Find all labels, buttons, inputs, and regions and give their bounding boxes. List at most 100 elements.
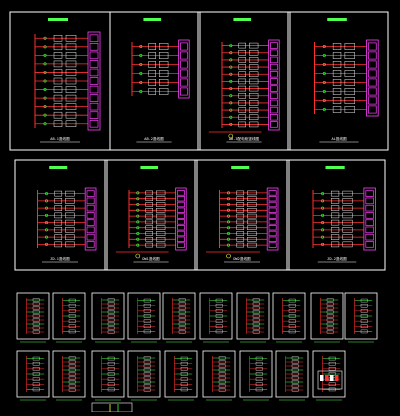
panel-caption: ZD-1竖线图	[50, 256, 70, 261]
panel-meter-box	[148, 43, 157, 50]
panel-header-label	[140, 166, 159, 169]
thumbnail-sheet	[16, 292, 50, 343]
panel-device-box	[156, 242, 166, 248]
panel-breaker-symbol	[136, 197, 140, 201]
thumbnail-sheet	[272, 292, 306, 343]
panel-device-box	[249, 71, 259, 78]
panel-circuit-tag	[268, 242, 277, 248]
thumbnail-box	[32, 306, 40, 310]
thumbnail-sheet	[310, 292, 344, 343]
panel-meter-box	[238, 78, 247, 85]
thumbnail-box	[68, 319, 76, 323]
thumbnail-box	[215, 319, 223, 323]
thumbnail-box	[178, 306, 186, 310]
legend-swatch	[325, 375, 329, 381]
panel-device-box	[344, 70, 355, 77]
panel-circuit-tag	[177, 230, 185, 237]
thumbnail-box	[215, 303, 223, 308]
panel-device-box	[156, 231, 166, 236]
thumbnail-box	[255, 382, 263, 387]
panel-breaker-symbol	[322, 72, 326, 76]
panel-circuit-tag	[177, 196, 185, 202]
thumbnail-frame	[164, 350, 198, 398]
thumbnail-frame	[91, 292, 125, 340]
thumbnail-box	[360, 329, 368, 334]
panel-meter-box	[236, 202, 245, 207]
panel-breaker-symbol	[136, 208, 140, 212]
panel-device-box	[344, 106, 355, 113]
panel-meter-box	[236, 237, 245, 242]
panel-circuit-tag	[270, 121, 278, 128]
thumbnail-box	[32, 387, 40, 392]
thumbnail-frame	[239, 350, 273, 398]
thumbnail-box	[107, 387, 115, 392]
thumbnail-box	[32, 326, 40, 330]
panel-circuit-tag	[268, 190, 277, 196]
thumbnail-box	[143, 372, 151, 376]
panel-breaker-symbol	[43, 88, 47, 92]
thumbnail-box	[68, 388, 76, 392]
panel-meter-box	[145, 202, 154, 207]
panel-breaker-symbol	[229, 44, 233, 48]
panel-meter-box	[330, 234, 340, 240]
thumbnail-box	[143, 356, 151, 360]
panel-meter-box	[330, 205, 340, 211]
panel-row1-3: AB-3配电柜竖线图	[208, 18, 280, 143]
panel-meter-box	[332, 106, 342, 113]
panel-circuit-tag	[89, 94, 99, 102]
thumbnail-box	[107, 314, 115, 318]
panel-circuit-tag	[89, 102, 99, 111]
panel-device-box	[159, 88, 169, 95]
panel-breaker-symbol	[322, 62, 326, 66]
panel-circuit-tag	[365, 212, 374, 219]
panel-breaker-symbol	[229, 94, 233, 98]
panel-device-box	[247, 196, 257, 201]
thumbnail-box	[360, 298, 368, 303]
panel-device-box	[249, 121, 259, 128]
panel-breaker-symbol	[43, 79, 47, 83]
panel-circuit-tag	[365, 190, 374, 197]
panel-meter-box	[236, 231, 245, 236]
panel-meter-box	[236, 196, 245, 201]
panel-breaker-symbol	[322, 53, 326, 57]
panel-terminal-column	[87, 31, 101, 131]
panel-breaker-symbol	[229, 87, 233, 91]
panel-meter-box	[236, 225, 245, 230]
panel-breaker-symbol	[227, 214, 231, 218]
panel-caption: ZD-2竖线图	[327, 256, 347, 261]
thumbnail-box	[255, 367, 263, 371]
panel-meter-box	[145, 231, 154, 236]
panel-circuit-tag	[180, 78, 188, 87]
panel-breaker-symbol	[139, 81, 143, 85]
panel-breaker-symbol	[321, 206, 325, 210]
panel-terminal-column	[268, 39, 280, 131]
thumbnail-box	[68, 380, 76, 384]
thumbnail-box	[107, 372, 115, 376]
thumbnail-box	[291, 376, 299, 380]
thumbnail-box	[107, 356, 115, 361]
panel-breaker-symbol	[44, 199, 48, 203]
panel-circuit-tag	[270, 114, 278, 121]
panel-breaker-symbol	[43, 62, 47, 66]
thumbnail-box	[326, 310, 334, 314]
panel-frame	[196, 159, 288, 271]
thumbnail-box	[32, 367, 40, 371]
panel-row1-2: AB-2竖线图	[131, 18, 190, 143]
panel-circuit-tag	[368, 105, 377, 114]
panel-breaker-symbol	[227, 197, 231, 201]
panel-circuit-tag	[368, 42, 377, 51]
panel-meter-box	[238, 121, 247, 128]
panel-circuit-tag	[270, 56, 278, 64]
panel-meter-box	[330, 212, 340, 219]
thumbnail-box	[107, 306, 115, 310]
panel-terminal-column	[366, 39, 379, 117]
panel-breaker-symbol	[136, 191, 140, 195]
panel-meter-box	[332, 79, 342, 86]
thumbnail-box	[255, 356, 263, 361]
panel-meter-box	[238, 107, 247, 113]
thumbnail-box	[291, 388, 299, 392]
panel-meter-box	[238, 114, 247, 121]
panel-breaker-symbol	[321, 199, 325, 203]
thumbnail-box	[143, 324, 151, 329]
